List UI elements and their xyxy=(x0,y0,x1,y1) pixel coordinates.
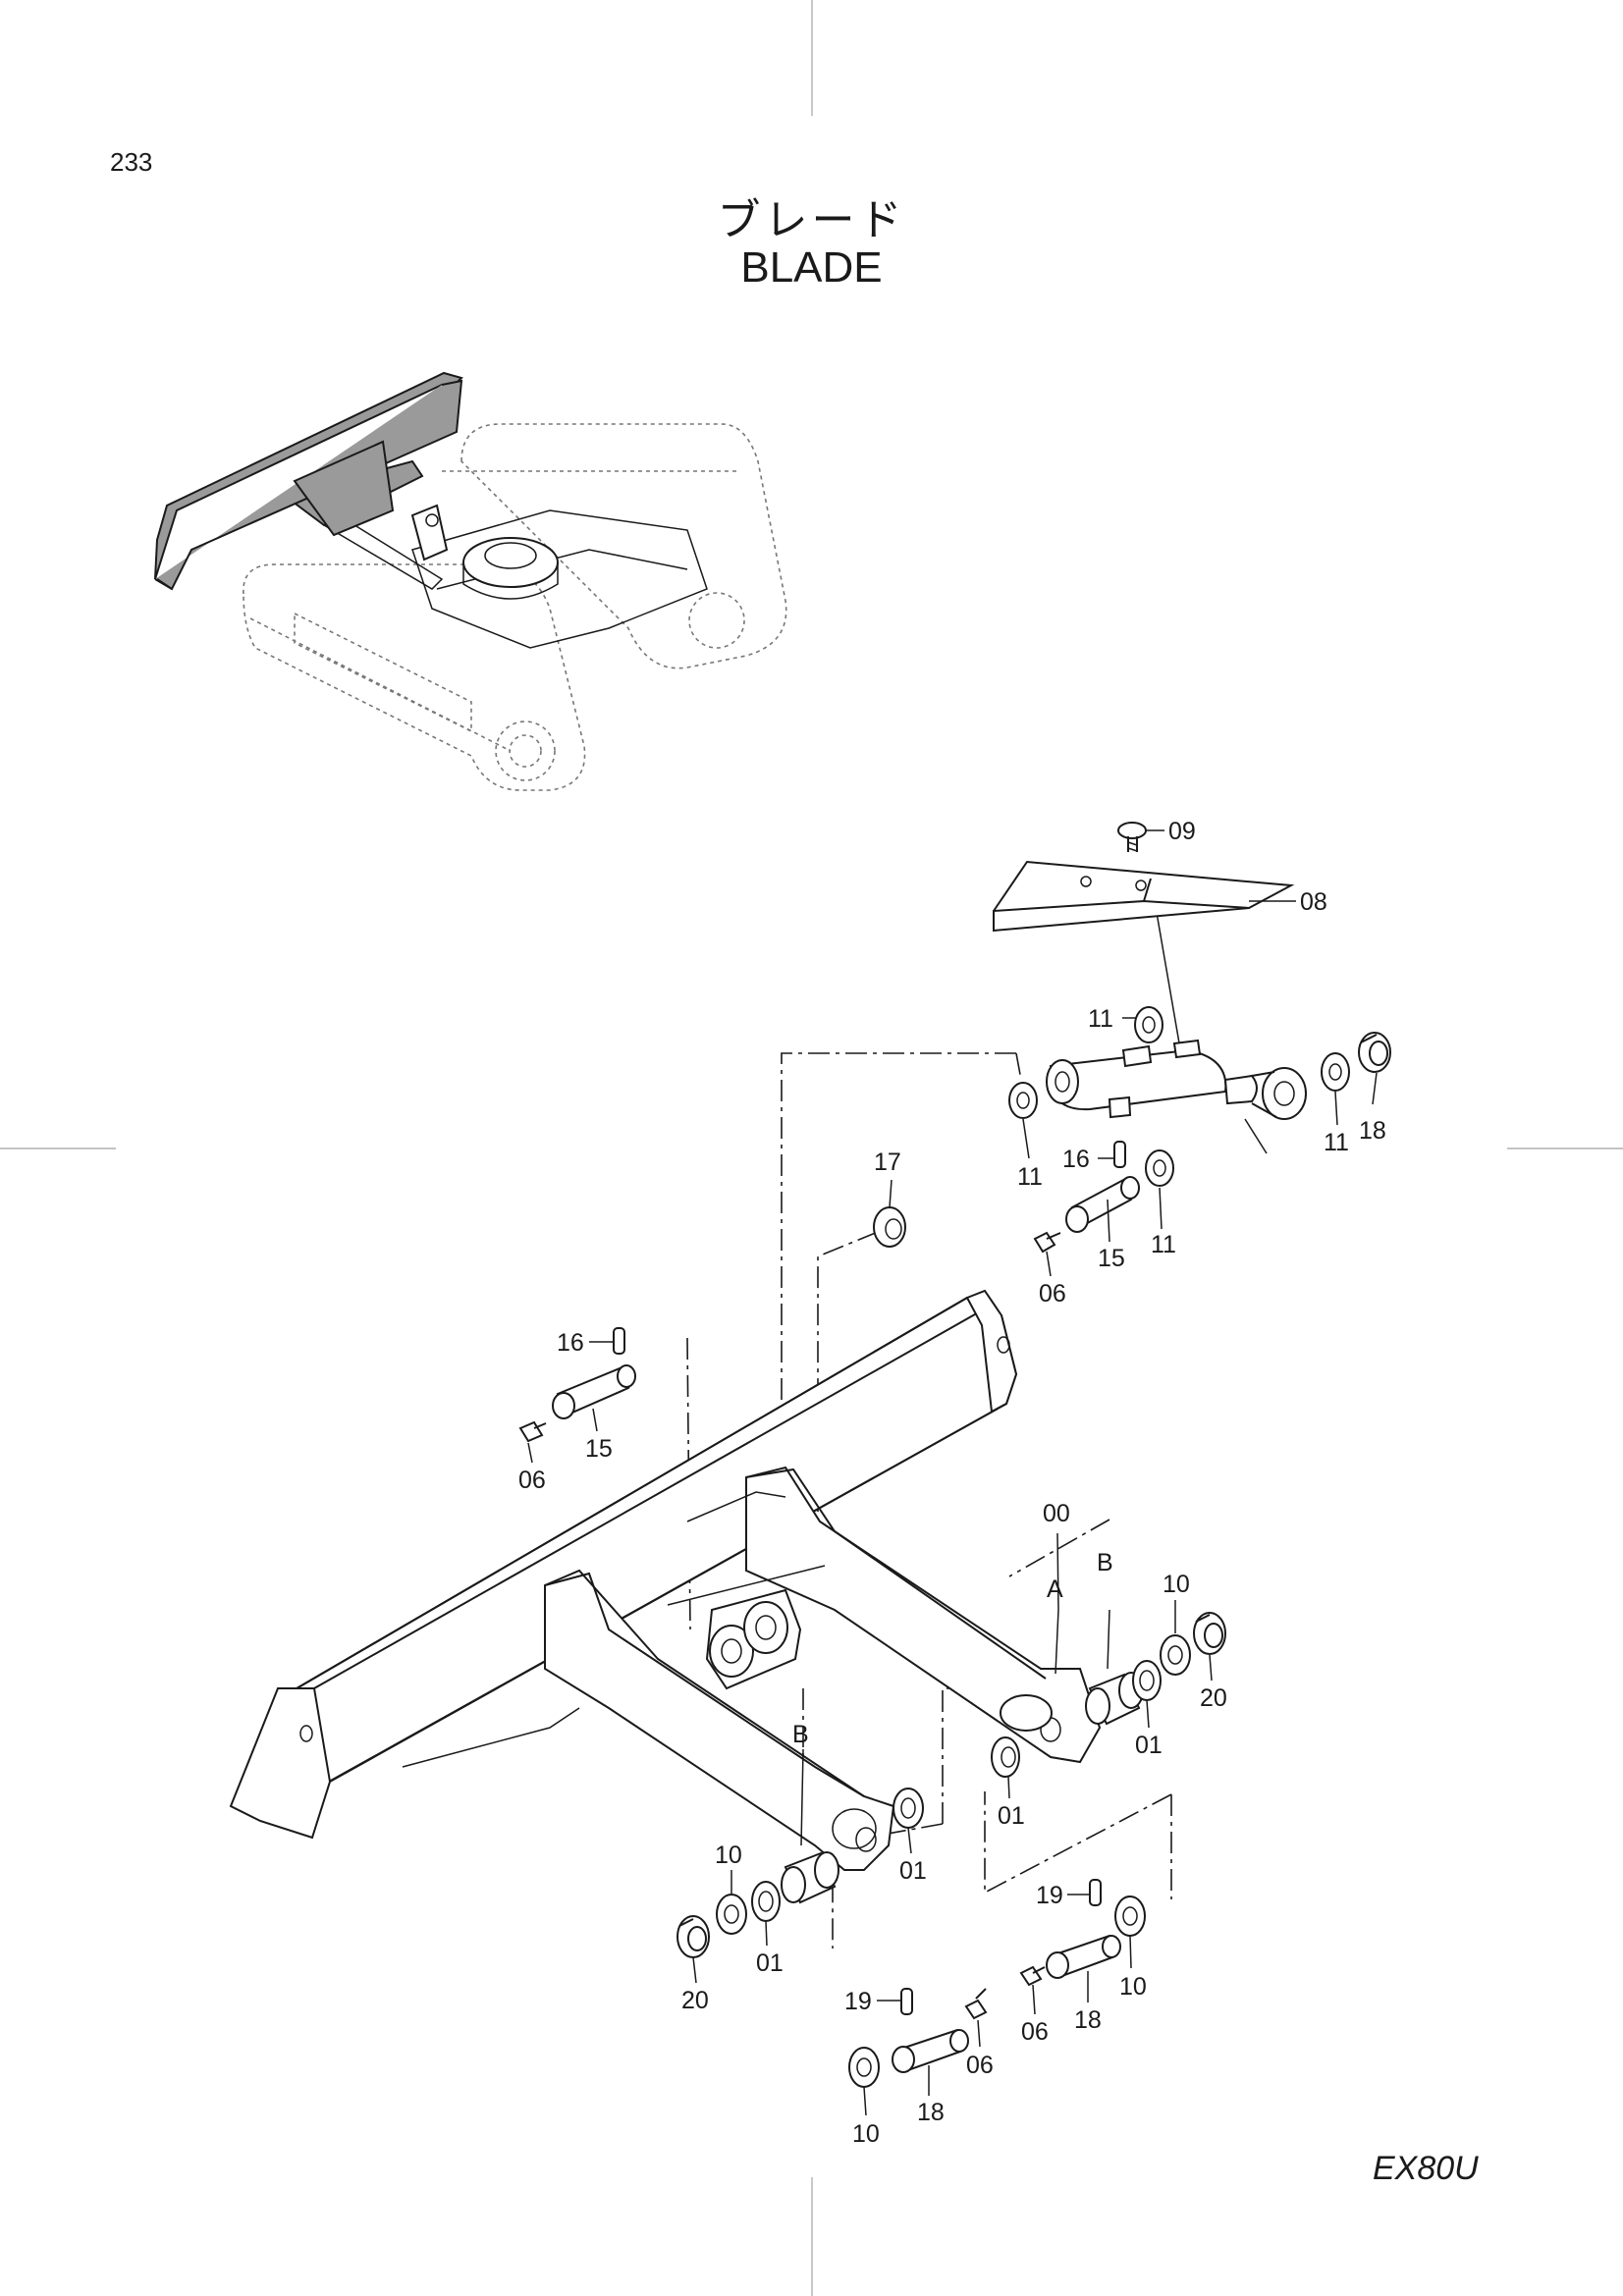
bushing-b-right xyxy=(1085,1672,1144,1726)
washer-11-right xyxy=(1321,1052,1350,1092)
page-title-english: BLADE xyxy=(740,243,883,292)
pin-15-left xyxy=(552,1364,636,1419)
grease-fitting-06-left xyxy=(518,1420,547,1443)
washer-11-top xyxy=(1134,1006,1163,1043)
callout-a: A xyxy=(1047,1575,1063,1603)
callout-16-top: 16 xyxy=(1062,1146,1090,1173)
callout-06-bottom-left: 06 xyxy=(966,2052,994,2079)
snap-ring-20-right xyxy=(1193,1612,1226,1655)
seal-01-left xyxy=(751,1881,781,1922)
page-number: 233 xyxy=(110,147,153,177)
callout-b-left: B xyxy=(792,1721,809,1748)
callout-leaders xyxy=(527,829,1378,2116)
model-code: EX80U xyxy=(1373,2150,1479,2187)
callout-15-top: 15 xyxy=(1098,1245,1125,1272)
page-title-japanese: ブレード xyxy=(717,195,906,245)
callout-11-left: 11 xyxy=(1017,1163,1043,1191)
callout-18-bottom-right: 18 xyxy=(1074,2006,1102,2034)
callout-01-right: 01 xyxy=(1135,1732,1163,1759)
callout-20-right: 20 xyxy=(1200,1684,1227,1712)
callout-17: 17 xyxy=(874,1148,901,1176)
callout-10-bottom-left: 10 xyxy=(852,2120,880,2148)
snap-ring-18-top xyxy=(1358,1032,1391,1073)
callout-labels: 09 08 11 11 11 18 16 11 15 06 17 16 15 0… xyxy=(518,818,1386,2148)
callout-15-left: 15 xyxy=(585,1435,613,1463)
callout-06-top: 06 xyxy=(1039,1280,1066,1308)
washer-11-left xyxy=(1008,1082,1038,1119)
callout-11-right: 11 xyxy=(1324,1129,1349,1156)
roll-pin-19-left xyxy=(900,1988,913,2015)
bushing-17 xyxy=(873,1206,906,1248)
pin-18-left xyxy=(892,2028,969,2073)
callout-11-lower: 11 xyxy=(1151,1231,1176,1258)
callout-10-bottom-right: 10 xyxy=(1119,1973,1147,2001)
callout-09: 09 xyxy=(1168,818,1196,845)
callout-06-bottom-right: 06 xyxy=(1021,2018,1049,2046)
roll-pin-19-right xyxy=(1089,1879,1102,1906)
callout-01-left-upper: 01 xyxy=(899,1857,927,1885)
callout-19-left: 19 xyxy=(844,1988,872,2015)
seal-01-mid xyxy=(991,1736,1020,1778)
seal-01-left-upper xyxy=(893,1788,924,1829)
callout-08: 08 xyxy=(1300,888,1327,916)
seal-01-right xyxy=(1132,1660,1162,1701)
blade-frame xyxy=(229,1289,1102,1871)
roll-pin-16-left xyxy=(613,1327,625,1355)
bolt-09 xyxy=(1117,822,1147,852)
snap-ring-20-left xyxy=(676,1915,710,1958)
callout-01-mid: 01 xyxy=(998,1802,1025,1830)
callout-00: 00 xyxy=(1043,1500,1070,1527)
washer-10-bottom-right xyxy=(1114,1896,1146,1937)
callout-16-left: 16 xyxy=(557,1329,584,1357)
bushing-b-left xyxy=(781,1851,839,1904)
pin-15-top xyxy=(1065,1176,1140,1233)
washer-10-left xyxy=(716,1894,747,1935)
callout-10-left: 10 xyxy=(715,1842,742,1869)
roll-pin-16-top xyxy=(1113,1141,1126,1168)
grease-fitting-06-bottom-left xyxy=(964,1988,988,2020)
overview-illustration xyxy=(154,371,787,791)
blade-cylinder xyxy=(1046,1039,1307,1120)
grease-fitting-06-top xyxy=(1033,1231,1061,1254)
cylinder-cover-part xyxy=(993,860,1295,933)
callout-19-right: 19 xyxy=(1036,1882,1063,1909)
washer-10-bottom-left xyxy=(848,2047,880,2088)
washer-11-lower xyxy=(1145,1149,1174,1187)
callout-10-right: 10 xyxy=(1163,1571,1190,1598)
callout-18-bottom-left: 18 xyxy=(917,2099,945,2126)
pin-18-right xyxy=(1046,1934,1121,1979)
callout-11-top: 11 xyxy=(1088,1005,1113,1033)
callout-01-left: 01 xyxy=(756,1949,784,1977)
washer-10-right xyxy=(1160,1634,1191,1676)
callout-20-left: 20 xyxy=(681,1987,709,2014)
callout-b-right: B xyxy=(1097,1549,1113,1576)
callout-18-top: 18 xyxy=(1359,1117,1386,1145)
grease-fitting-06-bottom-right xyxy=(1019,1965,1046,1987)
callout-06-left: 06 xyxy=(518,1467,546,1494)
